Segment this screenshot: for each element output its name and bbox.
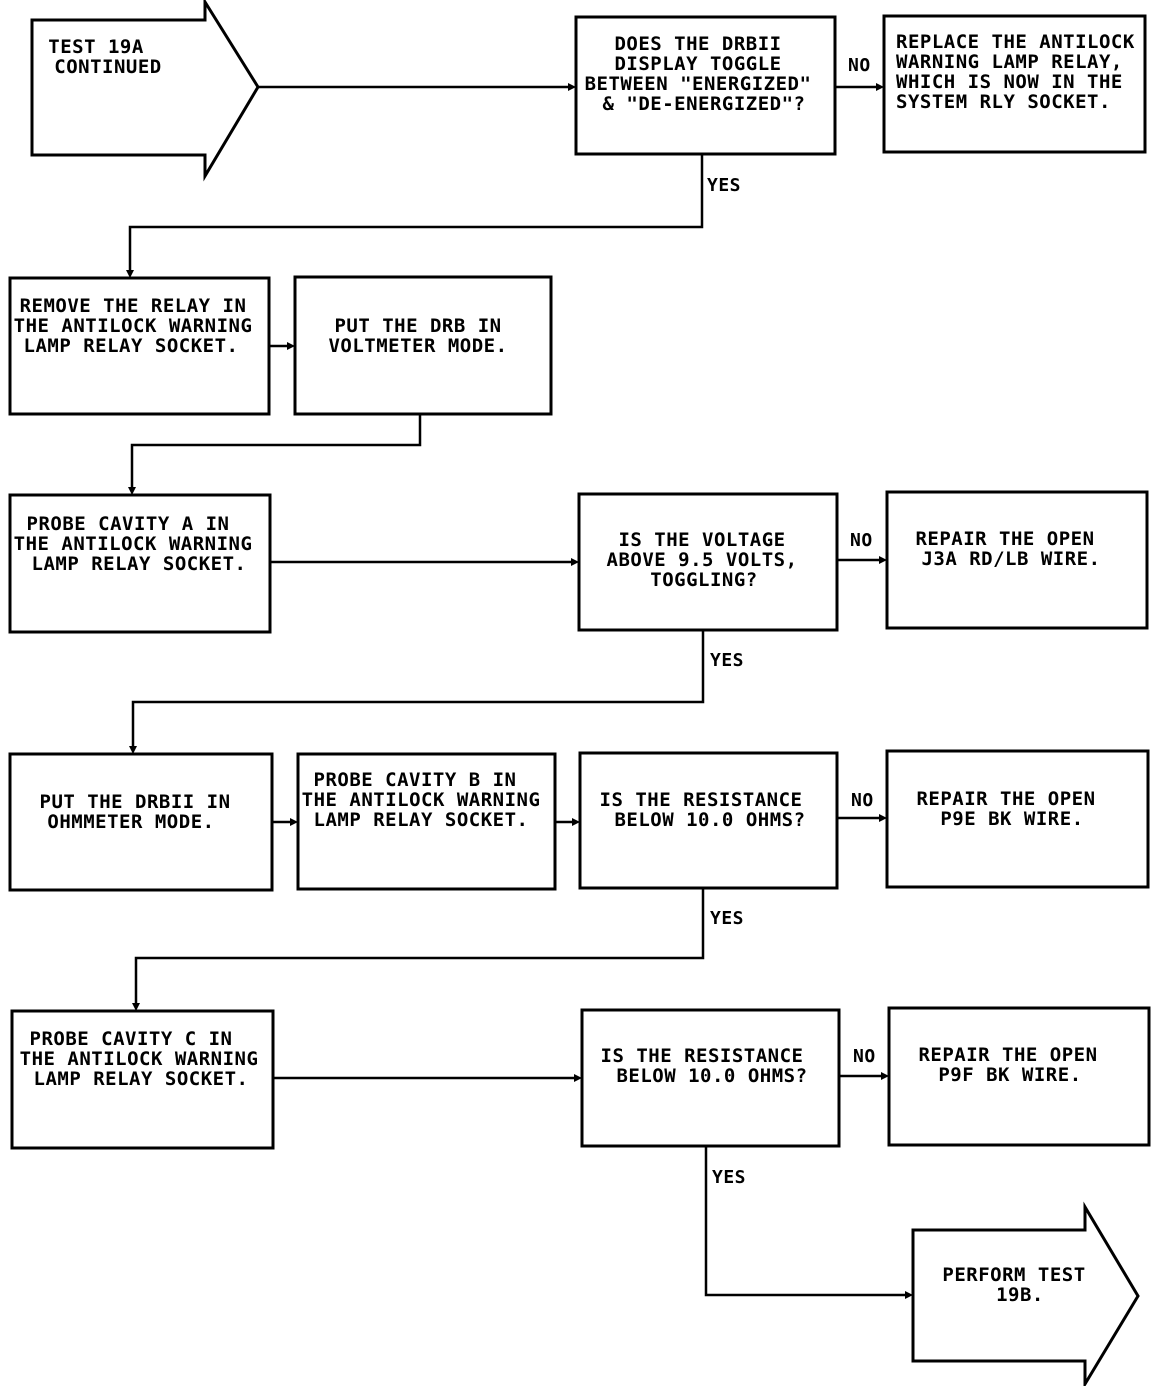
- arrowhead: [905, 1291, 913, 1299]
- voltmeter-mode-text: PUT THE DRB IN VOLTMETER MODE.: [328, 315, 513, 357]
- ohmmeter-mode-text: PUT THE DRBII IN OHMMETER MODE.: [40, 791, 243, 833]
- remove-relay-box: [8, 276, 271, 416]
- arrowhead: [879, 556, 887, 564]
- probe-cavity-b-text: PROBE CAVITY B IN THE ANTILOCK WARNING L…: [302, 769, 553, 831]
- arrowhead: [876, 83, 884, 91]
- probe-cavity-b-box: [296, 752, 557, 891]
- decision-resistance-b-box: [578, 751, 839, 890]
- repair-p9f-text: REPAIR THE OPEN P9F BK WIRE.: [918, 1044, 1109, 1086]
- repair-p9f-box: [887, 1006, 1151, 1147]
- end-text: PERFORM TEST 19B.: [942, 1264, 1097, 1306]
- no-label: NO: [850, 530, 873, 551]
- remove-relay-text: REMOVE THE RELAY IN THE ANTILOCK WARNING…: [14, 295, 265, 357]
- connector-resistance-b-yes: [134, 888, 705, 1005]
- probe-cavity-a-text: PROBE CAVITY A IN THE ANTILOCK WARNING L…: [14, 513, 265, 575]
- arrowhead: [568, 83, 576, 91]
- arrowhead: [132, 1003, 140, 1011]
- replace-relay-box: [882, 14, 1147, 154]
- no-label: NO: [848, 55, 871, 76]
- decision-resistance-b-text: IS THE RESISTANCE BELOW 10.0 OHMS?: [600, 789, 815, 831]
- start-text: TEST 19A CONTINUED: [48, 36, 161, 78]
- start-arrow-shape: [30, 0, 260, 182]
- probe-cavity-c-box: [10, 1009, 275, 1150]
- arrowhead: [571, 558, 579, 566]
- arrowhead: [126, 270, 134, 278]
- repair-j3a-box: [885, 490, 1149, 630]
- arrowhead: [574, 1074, 582, 1082]
- decision-toggle-text: DOES THE DRBII DISPLAY TOGGLE BETWEEN "E…: [585, 33, 824, 115]
- connector-resistance-c-yes: [704, 1146, 907, 1297]
- arrowhead: [290, 818, 298, 826]
- repair-p9e-box: [885, 749, 1150, 889]
- end-arrow-shape: [911, 1201, 1140, 1386]
- yes-label: YES: [712, 1167, 746, 1188]
- decision-voltage-text: IS THE VOLTAGE ABOVE 9.5 VOLTS, TOGGLING…: [607, 529, 810, 591]
- no-label: NO: [851, 790, 874, 811]
- arrowhead: [128, 487, 136, 495]
- decision-resistance-c-text: IS THE RESISTANCE BELOW 10.0 OHMS?: [601, 1045, 816, 1087]
- arrowhead: [879, 814, 887, 822]
- repair-j3a-text: REPAIR THE OPEN J3A RD/LB WIRE.: [915, 528, 1106, 570]
- yes-label: YES: [710, 908, 744, 929]
- decision-toggle-box: [574, 15, 837, 156]
- connector-toggle-yes: [128, 154, 704, 272]
- voltmeter-mode-box: [293, 275, 553, 416]
- probe-cavity-c-text: PROBE CAVITY C IN THE ANTILOCK WARNING L…: [20, 1028, 271, 1090]
- connector-voltmeter-to-probe-a: [130, 414, 422, 489]
- probe-cavity-a-box: [8, 493, 272, 634]
- replace-relay-text: REPLACE THE ANTILOCK WARNING LAMP RELAY,…: [896, 31, 1147, 113]
- repair-p9e-text: REPAIR THE OPEN P9E BK WIRE.: [916, 788, 1107, 830]
- connector-voltage-yes: [131, 630, 705, 748]
- arrowhead: [129, 746, 137, 754]
- arrowhead: [572, 818, 580, 826]
- yes-label: YES: [710, 650, 744, 671]
- arrowhead: [881, 1072, 889, 1080]
- arrowhead: [287, 342, 295, 350]
- yes-label: YES: [707, 175, 741, 196]
- no-label: NO: [853, 1046, 876, 1067]
